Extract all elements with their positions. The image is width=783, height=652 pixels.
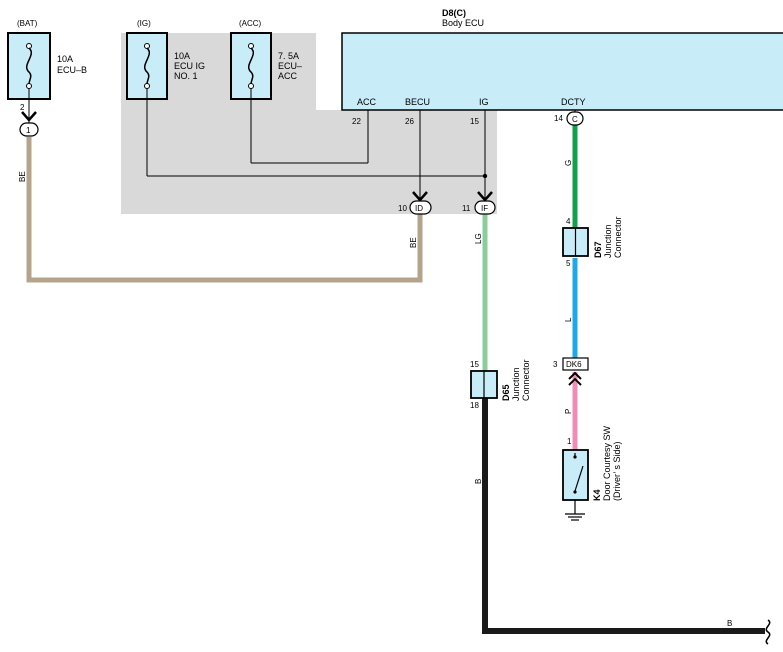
ecu-pin-ig-number: 15 <box>470 117 479 126</box>
wire-break-icon <box>765 619 771 645</box>
d65-connector <box>470 370 498 399</box>
fuse-bat-icon <box>26 43 32 89</box>
fuse-ig-icon <box>144 43 150 89</box>
dk6-pin: 3 <box>553 360 558 369</box>
d65-line2: Connector <box>521 359 531 401</box>
d67-pin-bottom: 5 <box>566 259 571 268</box>
dk6-connector: DK6 <box>562 357 589 386</box>
wire-label-be-left: BE <box>18 171 27 182</box>
wire-be <box>26 137 423 283</box>
ecu-pin-ig-label: IG <box>479 97 489 107</box>
body-ecu-box <box>341 32 783 111</box>
connector-id-pin: 10 <box>398 204 407 213</box>
svg-text:C: C <box>572 115 578 124</box>
k4-pin: 1 <box>567 437 572 446</box>
d67-line1: Junction <box>603 224 613 258</box>
wire-b <box>482 396 765 634</box>
wire-label-b-vertical: B <box>474 479 483 484</box>
fuse-ig-rating: 10A <box>174 51 190 61</box>
svg-text:DK6: DK6 <box>566 360 582 369</box>
ecu-pin-becu-label: BECU <box>405 97 430 107</box>
wire-label-g: G <box>564 160 573 166</box>
k4-line2: (Driver’ s Side) <box>612 441 622 501</box>
k4-line1: Door Courtesy SW <box>602 425 612 501</box>
door-switch-icon <box>562 449 589 501</box>
k4-code: K4 <box>592 489 602 501</box>
connector-if-pin: 11 <box>462 204 471 213</box>
ground-icon <box>565 500 585 521</box>
ecu-code: D8(C) <box>442 8 466 18</box>
svg-text:1: 1 <box>26 126 31 135</box>
fuse-acc-icon <box>248 43 254 89</box>
fuse-acc-name-1: ECU– <box>278 61 302 71</box>
wire-label-l: L <box>564 317 573 322</box>
svg-text:ID: ID <box>415 204 423 213</box>
connector-if: IF <box>474 191 496 215</box>
fuse-acc-name-2: ACC <box>278 71 298 81</box>
d67-code: D67 <box>593 241 603 258</box>
wire-label-be-right: BE <box>409 237 418 248</box>
fuse-bat-pin: 2 <box>20 103 25 112</box>
fuse-ig-source: (IG) <box>137 19 151 28</box>
fuse-acc-rating: 7. 5A <box>278 51 299 61</box>
d65-pin-bottom: 18 <box>470 401 479 410</box>
connector-id: ID <box>409 191 432 215</box>
wire-label-p: P <box>564 409 573 414</box>
d67-connector <box>562 227 589 257</box>
connector-1: 1 <box>19 111 39 137</box>
d65-line1: Junction <box>511 367 521 401</box>
ecu-pin-becu-number: 26 <box>405 117 414 126</box>
d65-code: D65 <box>501 384 511 401</box>
ecu-name: Body ECU <box>442 18 484 28</box>
internal-wiring <box>28 88 576 198</box>
fuse-ig-name-2: NO. 1 <box>174 71 198 81</box>
d67-pin-top: 4 <box>566 217 571 226</box>
fuse-bat-name: ECU–B <box>57 65 87 75</box>
splice-point <box>482 173 488 179</box>
d65-pin-top: 15 <box>470 360 479 369</box>
wire-label-b-horizontal: B <box>727 619 732 628</box>
ecu-pin-acc-label: ACC <box>357 97 377 107</box>
fuse-ig-name-1: ECU IG <box>174 61 205 71</box>
ecu-pin-dcty-label: DCTY <box>561 97 586 107</box>
fuse-bat-rating: 10A <box>57 54 73 64</box>
wire-label-lg: LG <box>474 233 483 244</box>
junction-block <box>121 33 497 214</box>
ecu-pin-acc-number: 22 <box>352 117 361 126</box>
connector-c: C <box>566 111 584 126</box>
ecu-pin-dcty-number: 14 <box>554 114 563 123</box>
wires <box>26 125 765 634</box>
fuse-acc-source: (ACC) <box>239 19 262 28</box>
fuse-bat-source: (BAT) <box>17 19 38 28</box>
d67-line2: Connector <box>613 216 623 258</box>
svg-text:IF: IF <box>481 204 488 213</box>
